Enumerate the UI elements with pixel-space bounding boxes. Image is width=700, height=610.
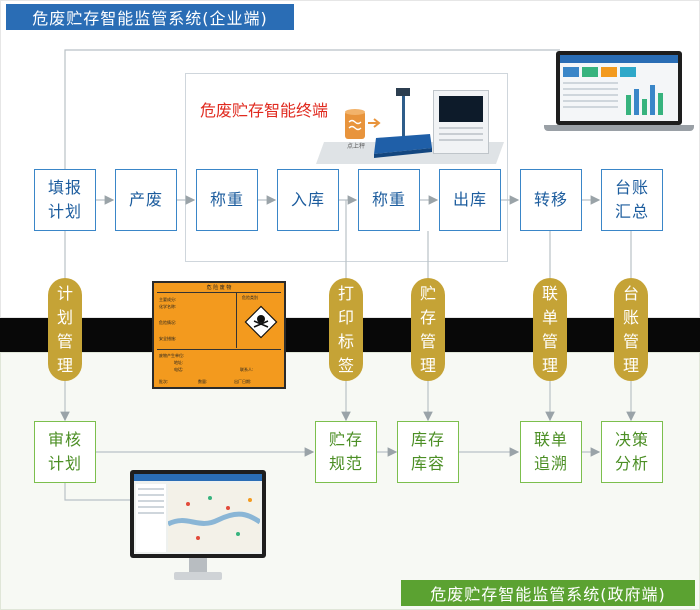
fill-plan-step: 填报 计划 (34, 169, 96, 231)
label-field: 数量: (198, 379, 208, 384)
produce-waste-step: 产废 (115, 169, 177, 231)
weigh-step-2: 称重 (358, 169, 420, 231)
label-field: 出厂日期: (234, 379, 252, 384)
ledger-summary-step: 台账 汇总 (601, 169, 663, 231)
joint-form-trace-step: 联单 追溯 (520, 421, 582, 483)
storage-management-pill: 贮 存 管 理 (411, 278, 445, 381)
joint-form-management-pill: 联 单 管 理 (533, 278, 567, 381)
storage-norm-step: 贮存 规范 (315, 421, 377, 483)
label-card-header: 危 险 废 物 (206, 285, 232, 291)
decision-analysis-step: 决策 分析 (601, 421, 663, 483)
label-field: 化学名称: (159, 304, 177, 309)
label-field: 地址: (174, 360, 184, 365)
laptop-base (544, 125, 694, 131)
monitor-stand (174, 572, 222, 580)
plan-management-pill: 计 划 管 理 (48, 278, 82, 381)
label-field: 联系人: (240, 367, 254, 372)
store-in-step: 入库 (277, 169, 339, 231)
inventory-capacity-step: 库存 库容 (397, 421, 459, 483)
print-label-pill: 打 印 标 签 (329, 278, 363, 381)
label-field: 废物产生单位: (159, 353, 185, 358)
store-out-step: 出库 (439, 169, 501, 231)
terminal-cabinet (433, 90, 489, 154)
laptop-screen (556, 51, 682, 125)
weighing-scale-icon (374, 88, 432, 158)
waste-barrel-icon (345, 109, 365, 139)
scale-tag-text: 点上秤 (347, 143, 366, 150)
label-field: 安全措施: (159, 336, 177, 341)
monitor-neck (189, 558, 207, 572)
map-icon (168, 484, 260, 552)
government-system-title: 危废贮存智能监管系统(政府端) (401, 580, 695, 606)
enterprise-system-title: 危废贮存智能监管系统(企业端) (6, 4, 294, 30)
smart-terminal-title: 危废贮存智能终端 (200, 101, 329, 120)
label-category: 危险类别 (242, 295, 258, 300)
monitor-screen (130, 470, 266, 558)
arrow-right-icon (368, 118, 381, 128)
label-field: 批次: (159, 379, 169, 384)
label-field: 电话: (174, 367, 184, 372)
label-field: 危险情况: (159, 320, 177, 325)
toxic-diamond-icon (244, 305, 278, 339)
transfer-step: 转移 (520, 169, 582, 231)
review-plan-step: 审核 计划 (34, 421, 96, 483)
hazardous-waste-label-card: 危 险 废 物 主要成分: 化学名称: 危险情况: 安全措施: 废物产生单位: … (152, 281, 286, 389)
label-field: 主要成分: (159, 297, 177, 302)
ledger-management-pill: 台 账 管 理 (614, 278, 648, 381)
weigh-step-1: 称重 (196, 169, 258, 231)
